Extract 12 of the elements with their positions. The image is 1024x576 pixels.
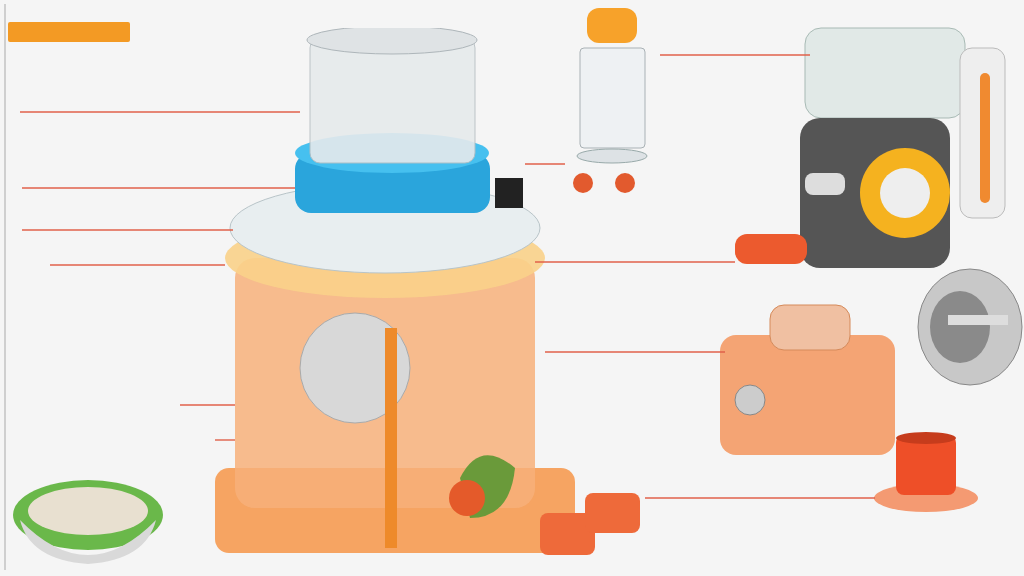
leader-line <box>534 261 736 263</box>
leader-line <box>644 497 876 499</box>
leader-line <box>21 187 296 189</box>
leader-line <box>544 351 726 353</box>
leader-line <box>19 111 301 113</box>
leader-line <box>524 163 566 165</box>
leader-line <box>21 229 234 231</box>
title-banner <box>8 22 130 42</box>
leader-line <box>659 54 811 56</box>
leader-line <box>214 439 236 441</box>
leader-line <box>49 264 226 266</box>
leader-line <box>179 404 236 406</box>
